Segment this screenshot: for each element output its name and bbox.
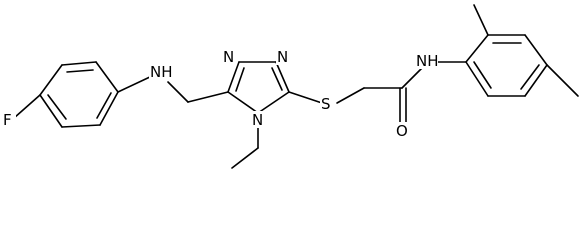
atom-o: O [396,122,408,140]
methyl-bond [546,64,579,97]
bond [187,91,229,103]
bond [99,91,119,126]
bond [61,61,97,66]
double-bond-inner [66,69,94,73]
bond [227,91,259,114]
bond [39,94,63,128]
bond [336,87,365,104]
bond [117,75,153,93]
atom-s: S [321,95,331,113]
bond [275,61,290,93]
bond [465,34,489,63]
double-bond-inner [271,67,283,91]
atom-nh-amine: NH [150,63,173,81]
double-bond-inner [520,64,540,90]
bond [61,124,101,128]
fluorophenyl-ring [39,61,119,128]
double-bond-inner [47,94,67,120]
molecule-diagram: F NH N N N S O NH [2,4,579,169]
bond [13,94,41,119]
atom-n-triazole-2: N [277,48,288,66]
bond [231,147,259,169]
methyl-bond [473,4,489,36]
bond [288,91,323,104]
double-bond-inner [96,92,112,119]
bond [524,64,548,97]
atom-labels: F NH N N N S O NH [2,48,439,140]
bond [227,61,240,93]
double-bond-inner [235,67,245,92]
atom-nh-amide: NH [416,52,439,70]
bond [257,91,290,114]
double-bond-inner [473,61,492,89]
bond [401,67,423,89]
dimethylphenyl-ring [465,34,548,97]
bond [465,61,489,97]
triazole-ring [227,61,290,114]
atom-n-triazole-1: N [223,48,234,66]
bond [95,61,119,93]
bond [167,81,189,103]
atom-n-triazole-4: N [252,111,263,129]
bond [39,64,63,96]
bond [524,34,548,66]
atom-f: F [3,111,12,129]
